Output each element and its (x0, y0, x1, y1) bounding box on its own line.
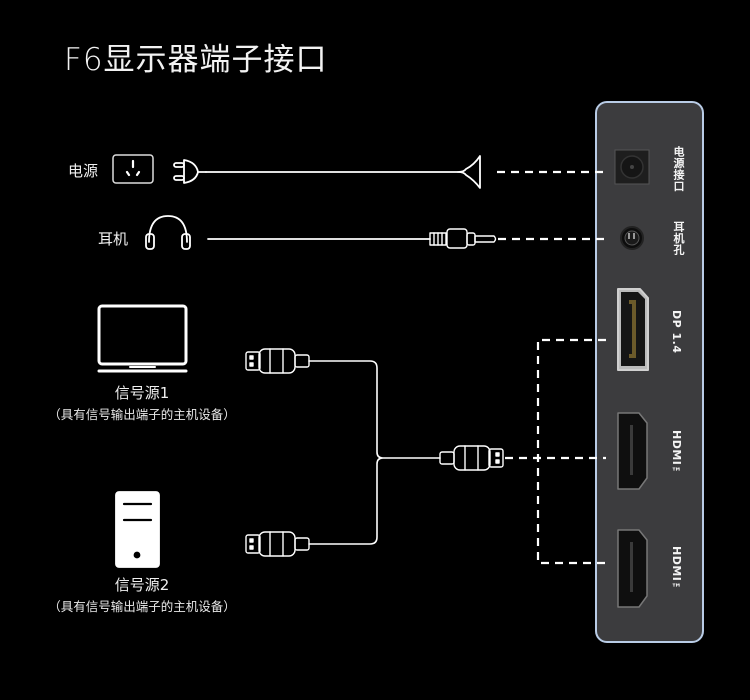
source1-name: 信号源1 (114, 384, 170, 402)
headphone-label: 耳机 (98, 230, 129, 248)
displayport-icon (617, 288, 649, 371)
port-label-dp: DP 1.4 (670, 310, 683, 354)
headphones-icon (145, 215, 191, 250)
port-label-headphone: 耳机孔 (672, 221, 685, 256)
monitor-port-panel (595, 101, 704, 643)
hdmi-port-icon (617, 529, 648, 608)
power-label: 电源 (68, 162, 99, 180)
port-label-hdmi1: HDMI™ (670, 430, 683, 479)
port-label-power: 电源接口 (672, 146, 685, 192)
laptop-icon (97, 304, 188, 373)
y-splitter-cable (308, 360, 441, 545)
dc-power-port-icon (614, 149, 650, 185)
audio-jack-icon (620, 226, 644, 250)
hdmi-port-icon (617, 412, 648, 490)
port-label-hdmi2: HDMI™ (670, 546, 683, 595)
hdmi-plug-icon (245, 531, 310, 557)
wall-outlet-icon (112, 154, 154, 184)
source2-desc: （具有信号输出端子的主机设备） (48, 599, 236, 614)
source2-name: 信号源2 (114, 576, 170, 594)
hdmi-plug-icon (245, 348, 310, 374)
hdmi-plug-icon (439, 445, 504, 471)
source1-desc: （具有信号输出端子的主机设备） (48, 407, 236, 422)
signal-branch-dashed (536, 338, 606, 565)
audio-plug-icon (429, 228, 497, 249)
power-plug-icon (173, 159, 207, 184)
desktop-tower-icon (115, 491, 160, 568)
dc-plug-icon (457, 155, 481, 189)
page-title: F6显示器端子接口 (64, 42, 328, 78)
